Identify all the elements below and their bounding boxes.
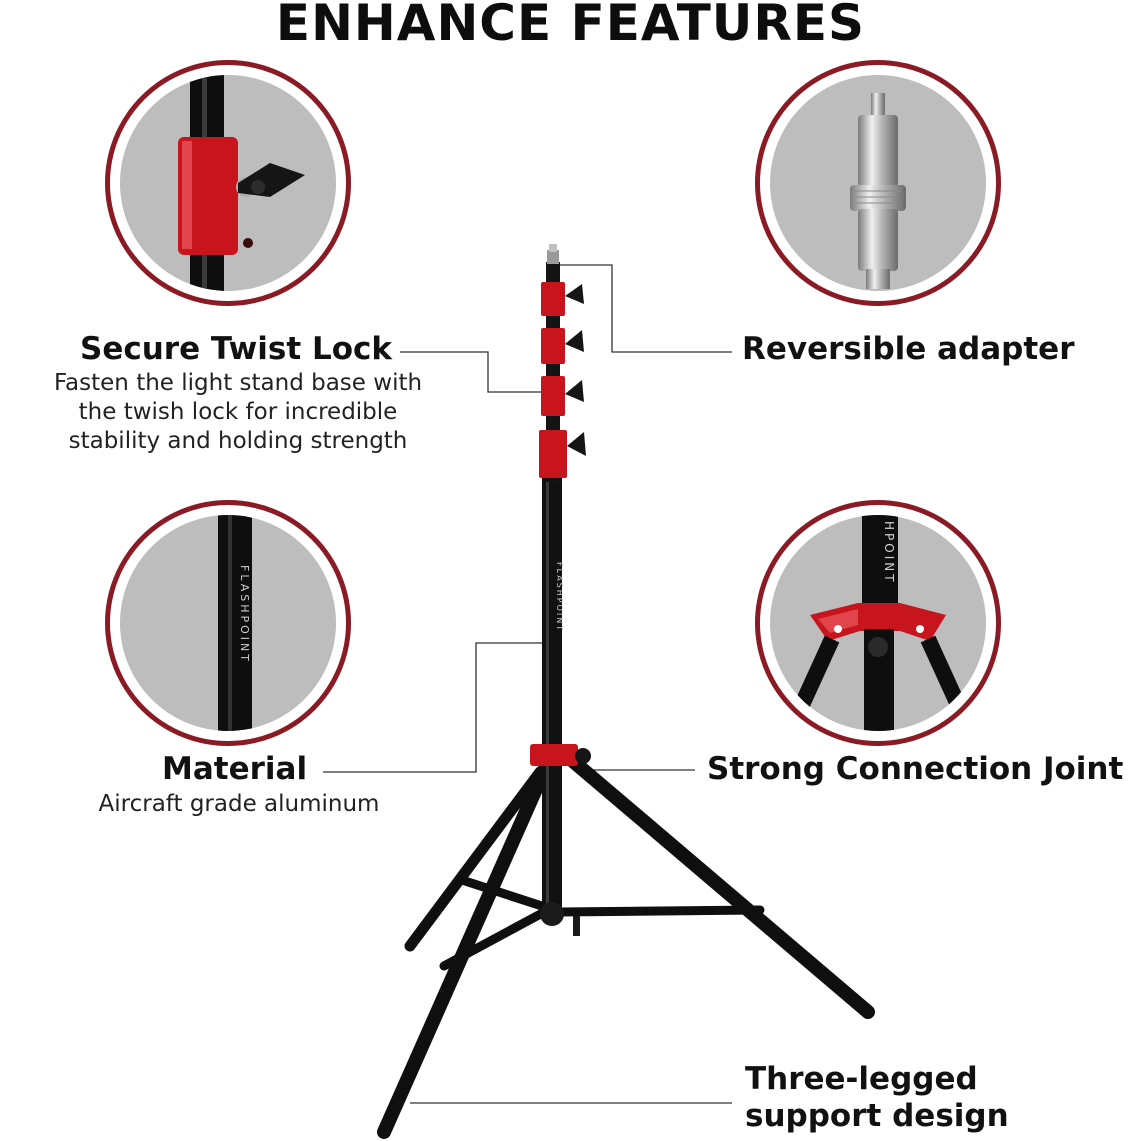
page-title: ENHANCE FEATURES — [275, 0, 866, 52]
material-description: Aircraft grade aluminum — [98, 791, 380, 817]
adapter-illustration — [850, 93, 906, 289]
joint-brand-text: HPOINT — [882, 521, 896, 585]
stand-legs — [377, 755, 875, 1139]
twist-lock-illustration — [178, 75, 305, 291]
joint-title: Strong Connection Joint — [707, 751, 1124, 787]
material-title: Material — [162, 751, 308, 787]
twist-lock-description-line: the twish lock for incredible — [78, 399, 398, 425]
twist-lock-description-line: stability and holding strength — [68, 428, 408, 454]
aluminum-tube-image: FLASHPOINT — [105, 500, 351, 746]
stand-joint — [530, 744, 578, 766]
adapter-connector — [560, 264, 732, 353]
stand-brand-text: FLASHPOINT — [555, 562, 564, 632]
stand-twist-locks — [539, 282, 567, 478]
twist-lock-title: Secure Twist Lock — [80, 331, 393, 367]
joint-illustration: HPOINT — [782, 515, 978, 731]
legs-title-line: Three-legged — [745, 1061, 978, 1097]
pole-brand-text: FLASHPOINT — [238, 565, 251, 664]
reversible-adapter-image — [755, 60, 1001, 306]
twist-lock-description: Fasten the light stand base with the twi… — [18, 369, 458, 456]
legs-title-line: support design — [745, 1098, 1009, 1134]
twist-lock-closeup-image — [105, 60, 351, 306]
material-connector — [323, 642, 548, 773]
tube-illustration: FLASHPOINT — [218, 515, 252, 731]
twist-lock-connector — [400, 351, 546, 393]
adapter-title: Reversible adapter — [742, 331, 1075, 367]
legs-title: Three-legged support design — [745, 1061, 1009, 1135]
connection-joint-image: HPOINT — [755, 500, 1001, 746]
twist-lock-description-line: Fasten the light stand base with — [53, 370, 423, 396]
